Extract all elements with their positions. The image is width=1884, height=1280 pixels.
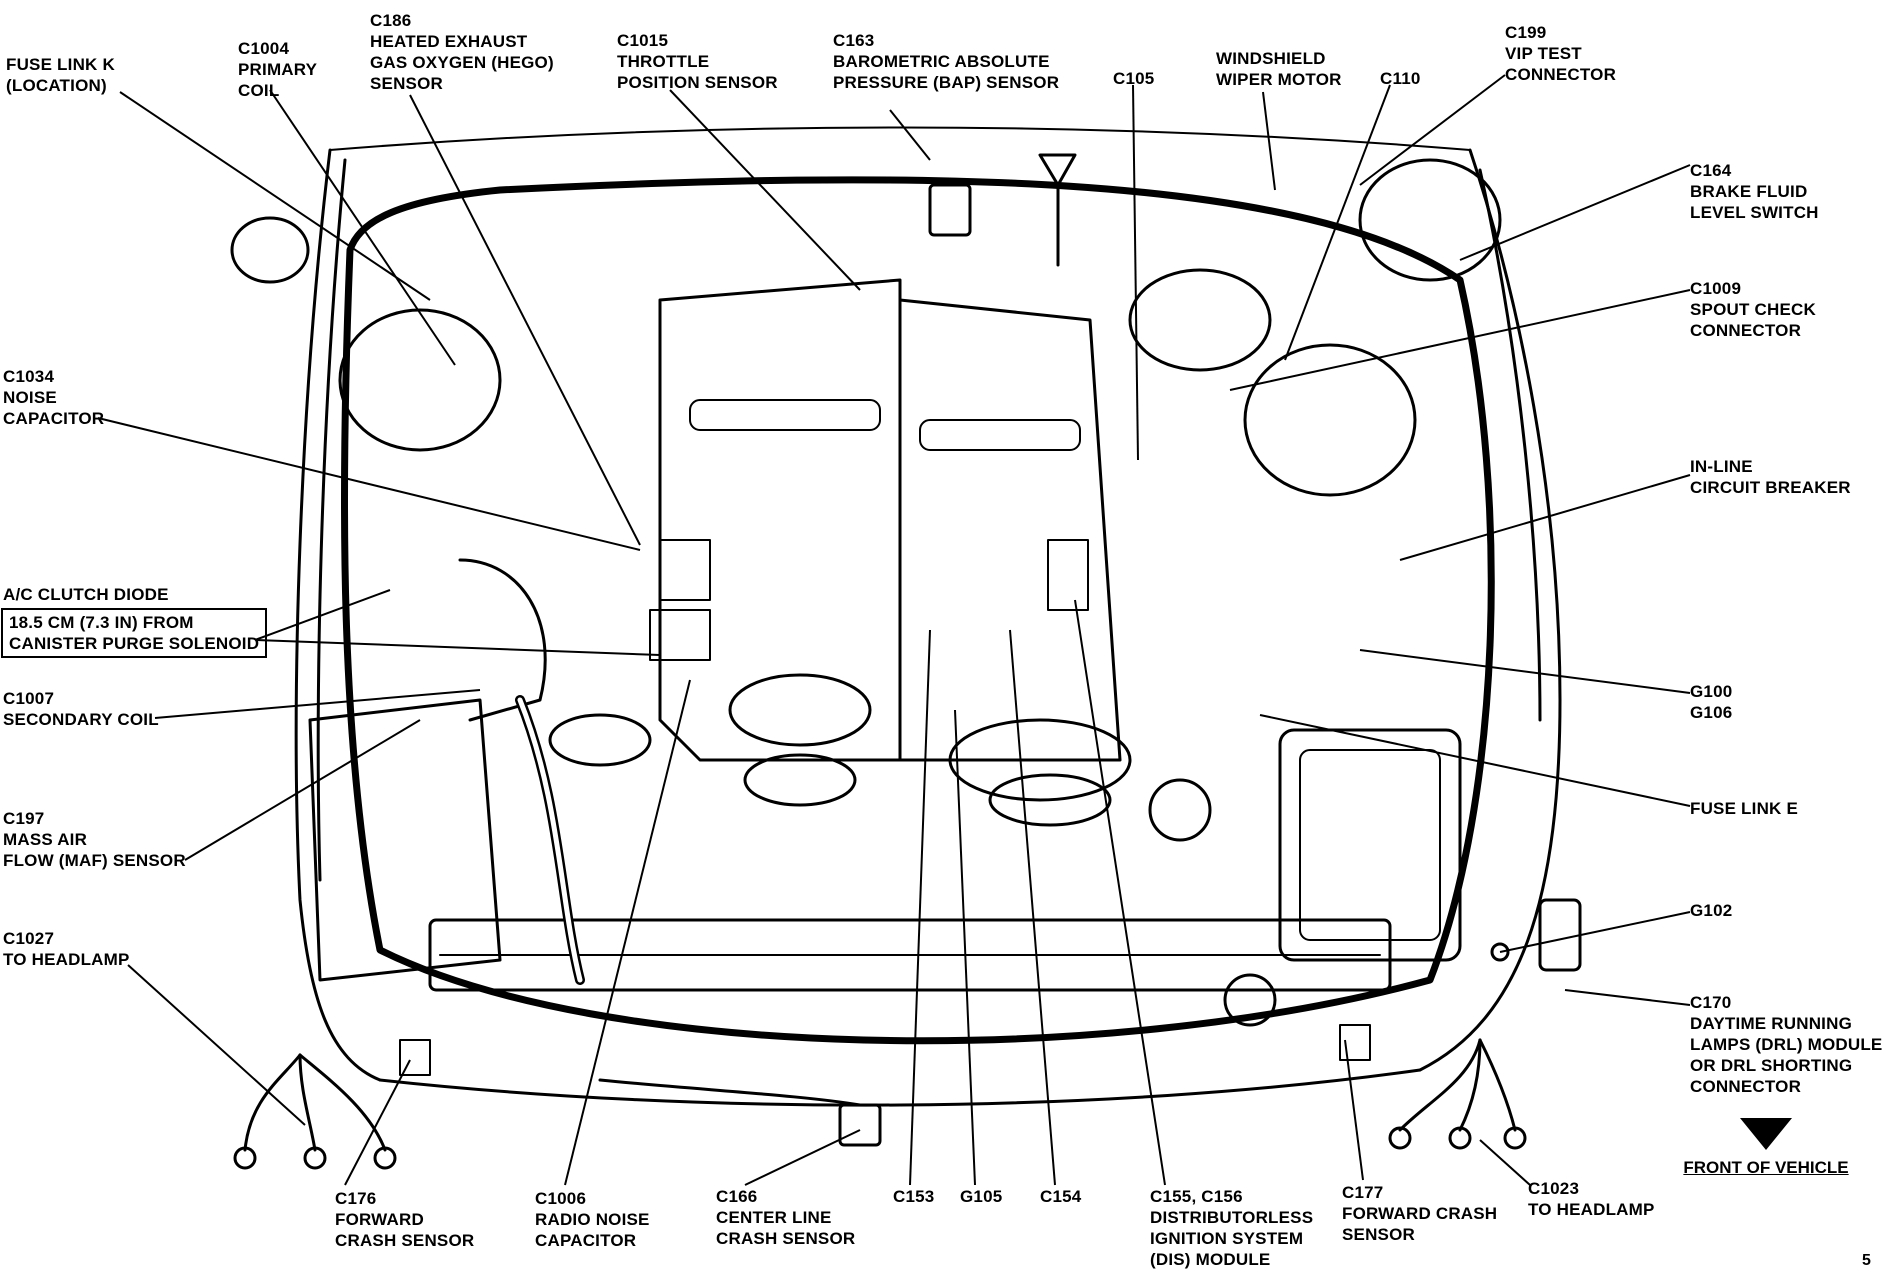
label-c155-c156: C155, C156 DISTRIBUTORLESS IGNITION SYST… (1150, 1187, 1314, 1269)
label-fuse-link-e: FUSE LINK E (1690, 799, 1798, 818)
label-windshield-wiper-motor: WINDSHIELD WIPER MOTOR (1216, 49, 1342, 89)
label-c105: C105 (1113, 69, 1155, 88)
label-c197: C197 MASS AIR FLOW (MAF) SENSOR (3, 809, 186, 870)
front-of-vehicle-indicator: FRONT OF VEHICLE (1676, 1118, 1856, 1178)
label-c176: C176 FORWARD CRASH SENSOR (335, 1189, 475, 1250)
label-fuse-link-k: FUSE LINK K (LOCATION) (6, 55, 115, 95)
label-g102: G102 (1690, 901, 1733, 920)
label-c1009: C1009 SPOUT CHECK CONNECTOR (1690, 279, 1816, 340)
label-c1027: C1027 TO HEADLAMP (3, 929, 130, 969)
label-c170: C170 DAYTIME RUNNING LAMPS (DRL) MODULE … (1690, 993, 1883, 1096)
label-c164: C164 BRAKE FLUID LEVEL SWITCH (1690, 161, 1819, 222)
label-c177: C177 FORWARD CRASH SENSOR (1342, 1183, 1498, 1244)
label-c1007: C1007 SECONDARY COIL (3, 689, 159, 729)
label-g100-g106: G100 G106 (1690, 682, 1733, 722)
label-c1004: C1004 PRIMARY COIL (238, 39, 318, 100)
label-g105: G105 (960, 1187, 1003, 1206)
front-of-vehicle-label: FRONT OF VEHICLE (1683, 1158, 1849, 1177)
label-c186: C186 HEATED EXHAUST GAS OXYGEN (HEGO) SE… (370, 11, 554, 93)
label-c1034: C1034 NOISE CAPACITOR (3, 367, 105, 428)
svg-text:5: 5 (1862, 1252, 1871, 1269)
label-c1006: C1006 RADIO NOISE CAPACITOR (535, 1189, 650, 1250)
down-arrow-icon (1740, 1118, 1792, 1150)
label-ac-clutch-diode: A/C CLUTCH DIODE (3, 585, 169, 604)
label-c1023: C1023 TO HEADLAMP (1528, 1179, 1655, 1219)
label-c154: C154 (1040, 1187, 1082, 1206)
label-c1015: C1015 THROTTLE POSITION SENSOR (617, 31, 778, 92)
label-ac-diode-location-box: 18.5 CM (7.3 IN) FROM CANISTER PURGE SOL… (1, 608, 268, 658)
label-c110: C110 (1380, 69, 1421, 88)
label-c153: C153 (893, 1187, 935, 1206)
label-inline-circuit-breaker: IN-LINE CIRCUIT BREAKER (1690, 457, 1851, 497)
label-c163: C163 BAROMETRIC ABSOLUTE PRESSURE (BAP) … (833, 31, 1060, 92)
label-c166: C166 CENTER LINE CRASH SENSOR (716, 1187, 856, 1248)
label-c199: C199 VIP TEST CONNECTOR (1505, 23, 1617, 84)
